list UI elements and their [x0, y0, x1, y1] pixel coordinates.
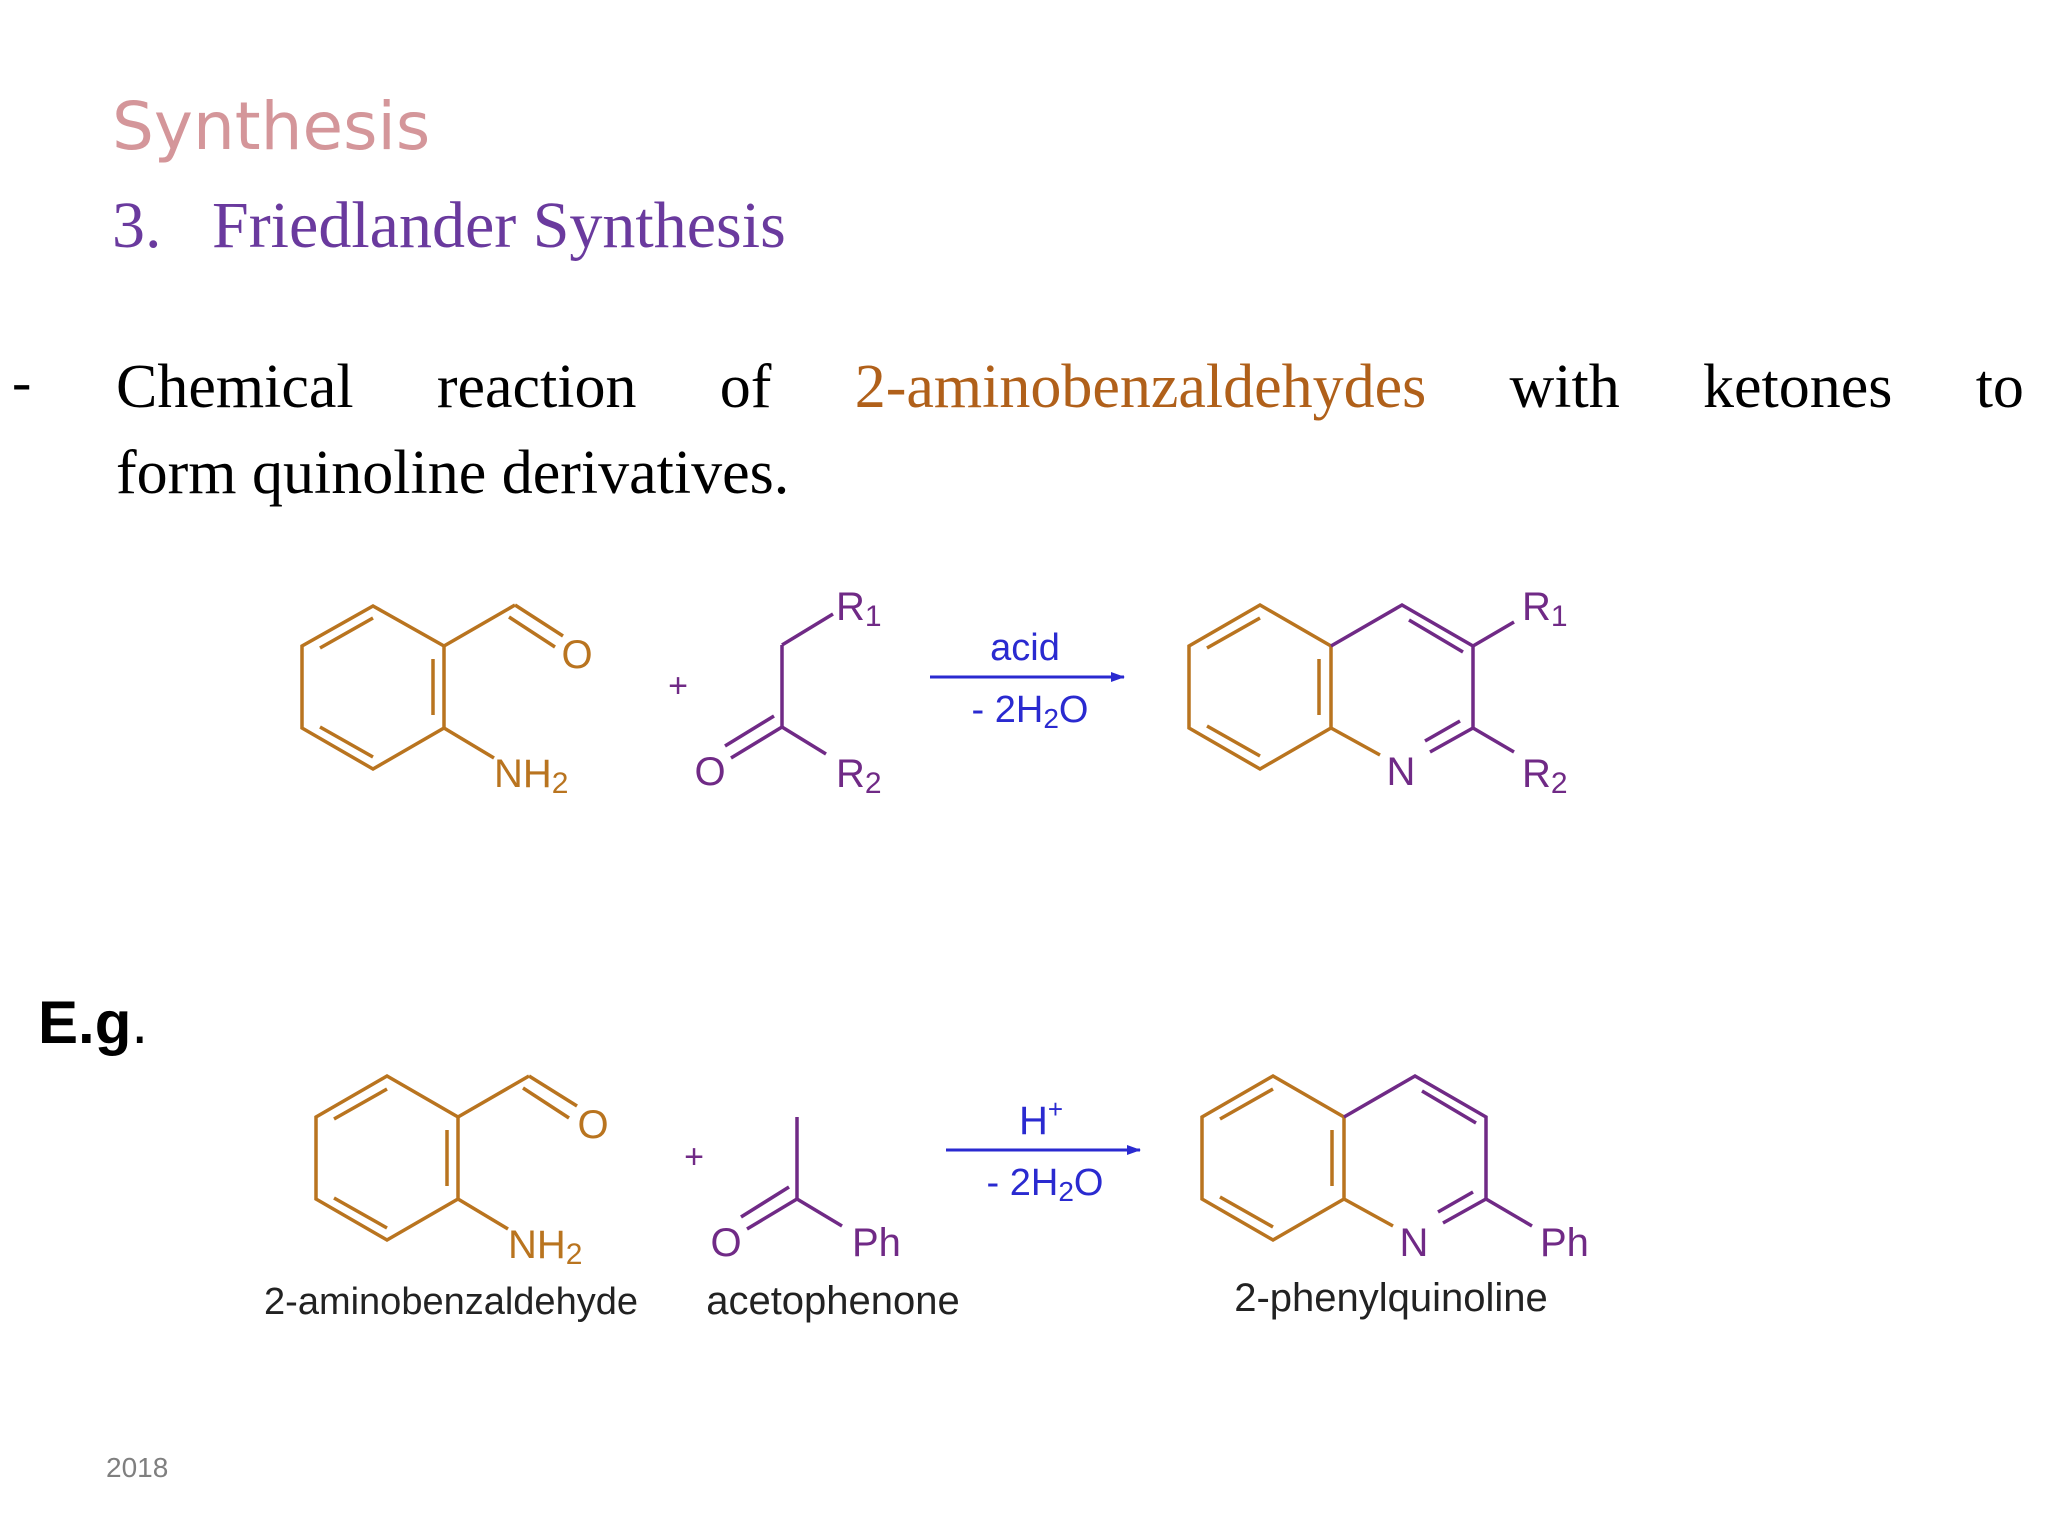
caption-phenylquinoline: 2-phenylquinoline: [1234, 1276, 1548, 1320]
example-product-n-label: N: [1400, 1221, 1429, 1265]
subtitle-text: Friedlander Synthesis: [212, 189, 786, 262]
caption-aminobenzaldehyde: 2-aminobenzaldehyde: [264, 1281, 638, 1323]
phenylquinoline-structure: [1200, 1073, 1394, 1243]
description-paragraph: Chemical reaction of 2-aminobenzaldehyde…: [116, 344, 2024, 516]
plus-sign: +: [668, 667, 688, 705]
example-label: E.g.: [38, 988, 148, 1057]
example-ketone-o-label: O: [710, 1221, 741, 1265]
example-product-ph-label: Ph: [1540, 1221, 1589, 1265]
example-ketone-ph-label: Ph: [852, 1221, 901, 1265]
example-amine-label: NH2: [508, 1223, 582, 1271]
description-line-2: form quinoline derivatives.: [116, 439, 790, 507]
amine-label: NH2: [494, 752, 568, 800]
arrow-condition-water: - 2H2O: [972, 689, 1089, 734]
ketone-structure: [724, 612, 834, 760]
phenylquinoline-pyridine-ring: [1343, 1073, 1533, 1228]
ketone-r1-label: R1: [836, 585, 882, 633]
example-arrow-condition-water: - 2H2O: [987, 1162, 1104, 1207]
bullet-dash: -: [12, 349, 32, 414]
example-plus-sign: +: [684, 1138, 704, 1176]
word: with: [1509, 353, 1620, 421]
description-line-1: Chemical reaction of 2-aminobenzaldehyde…: [116, 344, 2024, 430]
word: reaction: [436, 353, 637, 421]
word: ketones: [1703, 353, 1893, 421]
pyridine-ring: [1330, 602, 1515, 754]
quinoline-structure: [1187, 602, 1333, 772]
ring-fusion-bond: [1330, 726, 1381, 757]
product-r1-label: R1: [1522, 585, 1568, 633]
arrow-condition-acid: acid: [990, 627, 1060, 669]
example-aldehyde-o-label: O: [577, 1103, 608, 1147]
ketone-o-label: O: [694, 750, 725, 794]
word: Chemical: [116, 353, 354, 421]
highlighted-term: 2-aminobenzaldehydes: [854, 353, 1427, 421]
aldehyde-o-label: O: [561, 633, 592, 677]
aminobenzaldehyde-structure: [300, 603, 564, 772]
product-r2-label: R2: [1522, 752, 1568, 800]
slide-title: Synthesis: [112, 88, 431, 165]
general-reaction-scheme: O NH2 + R1 R2 O acid - 2H2O: [300, 585, 1568, 800]
ketone-r2-label: R2: [836, 752, 882, 800]
subtitle-number: 3.: [112, 189, 162, 262]
slide-subtitle: 3. Friedlander Synthesis: [112, 188, 786, 264]
example-aminobenzaldehyde-structure: [314, 1073, 578, 1243]
word: of: [719, 353, 772, 421]
footer-year: 2018: [106, 1452, 169, 1483]
example-label-text: E.g: [38, 989, 132, 1056]
acetophenone-structure: [740, 1117, 843, 1231]
product-n-label: N: [1387, 750, 1416, 794]
example-reaction-scheme: O NH2 + O Ph H+ - 2H2O: [264, 1073, 1589, 1323]
example-label-dot: .: [131, 989, 149, 1056]
caption-acetophenone: acetophenone: [706, 1279, 960, 1323]
arrow-condition-acid-h: H+: [1019, 1094, 1063, 1143]
word: to: [1975, 353, 2024, 421]
